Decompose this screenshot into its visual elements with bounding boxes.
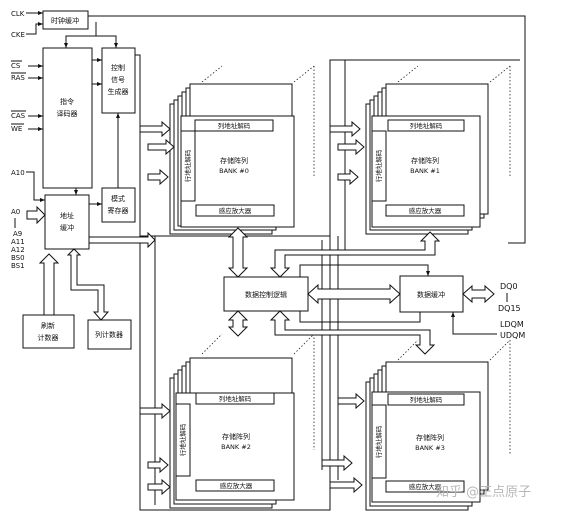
signal-dq0: DQ0 [500, 282, 518, 291]
signal-cke: CKE [11, 31, 25, 39]
signal-cs: CS [11, 62, 21, 70]
bank-0-col-decoder: 列地址解码 [218, 121, 251, 130]
bank-1-name: BANK #1 [410, 167, 440, 175]
bank-1: 列地址解码 行地址解码 存储阵列 BANK #1 感应放大器 [365, 65, 511, 235]
refresh-counter-box [22, 314, 75, 349]
watermark: 知乎 @正点原子 [436, 484, 531, 500]
signal-bs1: BS1 [11, 262, 25, 270]
bank-2-name: BANK #2 [221, 443, 251, 451]
bank-0: 列地址解码 行地址解码 存储阵列 BANK #0 感应放大器 [169, 65, 315, 235]
mode-register-label-2: 寄存器 [108, 206, 129, 215]
bank-0-array: 存储阵列 [220, 156, 248, 165]
signal-a11: A11 [11, 238, 25, 246]
signal-ldqm: LDQM [500, 320, 524, 329]
clock-buffer-box [42, 10, 89, 30]
bank-2-sense-amp: 感应放大器 [220, 481, 253, 490]
bank-2-row-decoder: 行地址解码 [178, 423, 187, 456]
bank-3: 列地址解码 行地址解码 存储阵列 BANK #3 感应放大器 [365, 339, 511, 511]
refresh-counter-label-1: 刷新 [41, 321, 55, 330]
data-buffer-label: 数据缓冲 [417, 290, 445, 299]
signal-udqm: UDQM [500, 331, 525, 340]
bank-1-row-decoder: 行地址解码 [374, 149, 383, 182]
bank-0-sense-amp: 感应放大器 [219, 206, 252, 215]
signal-ras: RAS [11, 74, 25, 82]
data-control-logic-box [223, 276, 309, 312]
bank-2: 列地址解码 行地址解码 存储阵列 BANK #2 感应放大器 [169, 333, 315, 509]
address-buffer-label-1: 地址 [60, 211, 74, 220]
signal-cas: CAS [11, 112, 26, 120]
bank-0-row-decoder: 行地址解码 [183, 149, 192, 182]
address-buffer-box [44, 194, 90, 250]
address-buffer-label-2: 缓冲 [60, 223, 74, 232]
bank-2-col-decoder: 列地址解码 [219, 394, 252, 403]
refresh-counter-label-2: 计数器 [38, 333, 59, 342]
bank-3-array: 存储阵列 [416, 433, 444, 442]
control-gen-label-1: 控制 [111, 63, 125, 72]
signal-clk: CLK [11, 10, 25, 18]
control-gen-label-2: 信号 [111, 75, 125, 84]
bank-3-row-decoder: 行地址解码 [374, 425, 383, 458]
signal-bs0: BS0 [11, 254, 25, 262]
control-gen-label-3: 生成器 [108, 87, 129, 96]
clock-buffer-label: 时钟缓冲 [51, 16, 79, 25]
bank-3-sense-amp: 感应放大器 [409, 482, 442, 491]
bank-3-col-decoder: 列地址解码 [410, 395, 443, 404]
bank-0-name: BANK #0 [219, 167, 249, 175]
bank-1-sense-amp: 感应放大器 [409, 206, 442, 215]
signal-a0: A0 [11, 208, 20, 216]
bank-1-col-decoder: 列地址解码 [410, 121, 443, 130]
command-decoder-label-1: 指令 [60, 97, 74, 106]
signal-a12: A12 [11, 246, 25, 254]
bank-3-name: BANK #3 [415, 444, 445, 452]
signal-a10: A10 [11, 169, 25, 177]
data-control-logic-label: 数据控制逻辑 [245, 290, 287, 299]
data-buffer-box [399, 275, 464, 313]
mode-register-label-1: 模式 [111, 194, 125, 203]
signal-dq15: DQ15 [498, 304, 521, 313]
bank-1-array: 存储阵列 [411, 156, 439, 165]
signal-we: WE [11, 125, 22, 133]
column-counter-box [87, 319, 132, 350]
command-decoder-box [42, 47, 93, 189]
signal-a9: A9 [13, 230, 22, 238]
column-counter-label: 列计数器 [95, 330, 123, 339]
bank-2-array: 存储阵列 [222, 432, 250, 441]
mode-register-box [101, 187, 136, 223]
control-signal-gen-box [101, 47, 136, 114]
command-decoder-label-2: 译码器 [57, 110, 78, 118]
